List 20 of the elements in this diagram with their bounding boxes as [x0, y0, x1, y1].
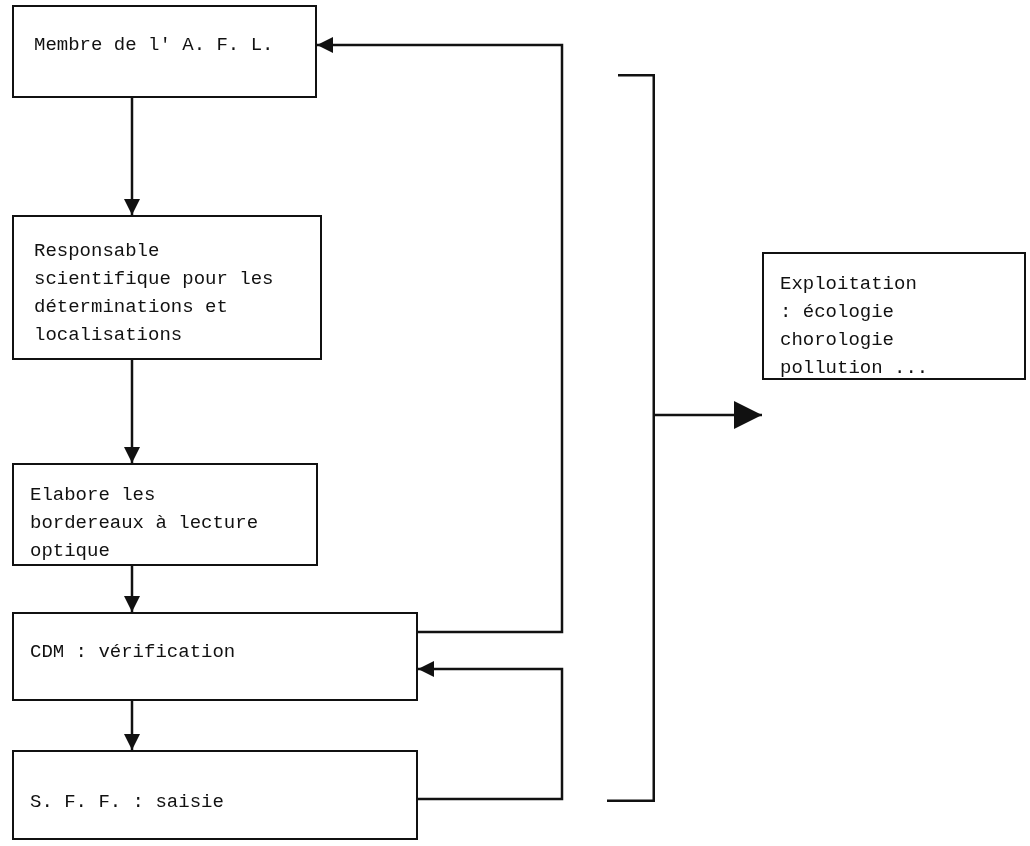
process-box	[762, 252, 1026, 380]
arrow	[654, 401, 762, 429]
box-text: Membre de l' A. F. L.	[33, 33, 275, 58]
process-box	[12, 750, 418, 840]
process-box	[12, 463, 318, 566]
arrow	[124, 98, 140, 215]
box-text: CDM : vérification	[29, 640, 237, 665]
arrow	[124, 701, 140, 750]
arrow	[317, 37, 564, 634]
process-box	[12, 215, 322, 360]
box-text: Elabore les bordereaux à lecture optique	[29, 483, 260, 564]
bracket	[605, 74, 655, 802]
arrow	[124, 360, 140, 463]
arrow	[418, 661, 564, 801]
arrow	[124, 566, 140, 612]
box-text: Responsable scientifique pour les déterminations et localisations	[33, 239, 275, 348]
process-box	[12, 612, 418, 701]
process-box	[12, 5, 317, 98]
box-text: S. F. F. : saisie	[29, 790, 225, 815]
box-text: Exploitation : écologie chorologie pollution ...	[779, 272, 930, 381]
